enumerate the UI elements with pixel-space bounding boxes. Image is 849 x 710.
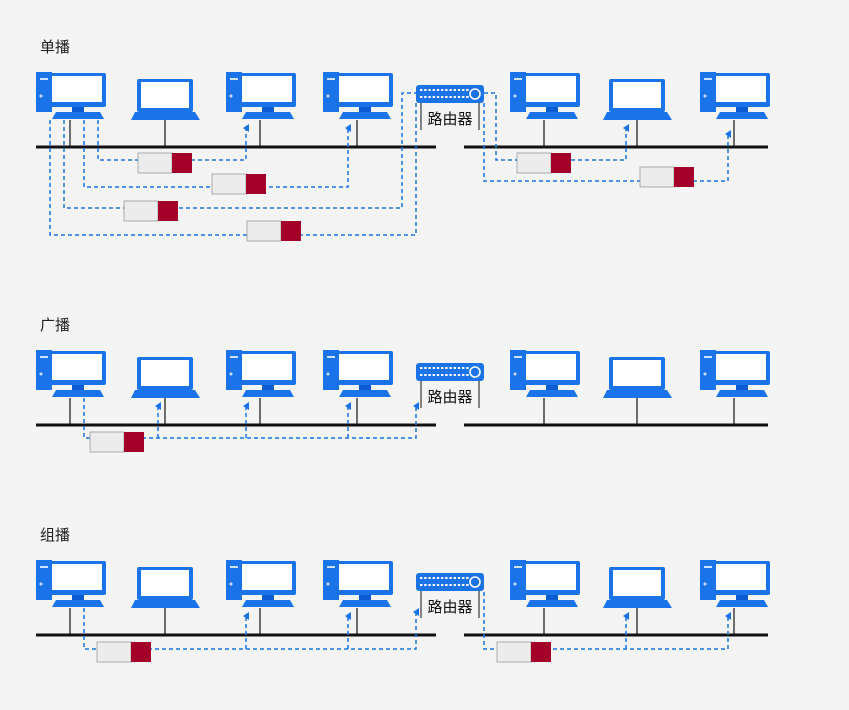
laptop-icon [131, 357, 200, 398]
multicast-title: 组播 [40, 526, 71, 544]
desktop-computer-icon [36, 560, 106, 607]
packet-path [483, 103, 731, 182]
desktop-computer-icon [226, 560, 296, 607]
packet-icon [89, 431, 144, 453]
router-icon: 路由器 [416, 85, 484, 130]
desktop-computer-icon [36, 350, 106, 397]
packet-icon [211, 173, 266, 195]
packet-icon [246, 220, 301, 242]
packet-icon [639, 166, 694, 188]
router-label: 路由器 [427, 388, 472, 406]
desktop-computer-icon [36, 72, 106, 119]
router-label: 路由器 [427, 598, 472, 616]
packet-icon [496, 641, 551, 663]
laptop-icon [603, 357, 672, 398]
desktop-computer-icon [510, 72, 580, 119]
desktop-computer-icon [323, 560, 393, 607]
packet-path [49, 103, 417, 236]
desktop-computer-icon [700, 72, 770, 119]
packet-path [484, 92, 629, 161]
packet-path [63, 92, 416, 209]
desktop-computer-icon [226, 72, 296, 119]
laptop-icon [131, 79, 200, 120]
router-label: 路由器 [427, 110, 472, 128]
packet-icon [123, 200, 178, 222]
unicast-title: 单播 [40, 38, 71, 56]
desktop-computer-icon [226, 350, 296, 397]
packet-path [483, 592, 731, 650]
router-icon: 路由器 [416, 573, 484, 618]
laptop-icon [131, 567, 200, 608]
desktop-computer-icon [323, 72, 393, 119]
desktop-computer-icon [700, 350, 770, 397]
desktop-computer-icon [323, 350, 393, 397]
packet-path [83, 608, 419, 650]
router-icon: 路由器 [416, 363, 484, 408]
broadcast-title: 广播 [40, 316, 71, 334]
packet-path [83, 398, 419, 439]
packet-icon [96, 641, 151, 663]
desktop-computer-icon [510, 350, 580, 397]
packet-icon [516, 152, 571, 174]
desktop-computer-icon [510, 560, 580, 607]
laptop-icon [603, 567, 672, 608]
desktop-computer-icon [700, 560, 770, 607]
laptop-icon [603, 79, 672, 120]
packet-icon [137, 152, 192, 174]
